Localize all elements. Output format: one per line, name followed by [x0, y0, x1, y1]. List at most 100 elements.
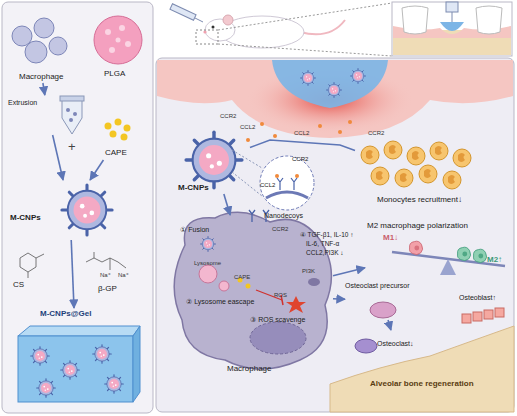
flow-arrow	[333, 268, 365, 276]
hydrogel-block	[18, 336, 133, 402]
monocytes	[419, 165, 437, 183]
gum-tissue	[272, 60, 388, 108]
flow-arrow	[90, 160, 103, 180]
nanodecoy-zoom	[260, 156, 314, 210]
teeth-inset	[402, 6, 428, 34]
rat-illustration	[218, 44, 392, 56]
flow-arrow	[71, 240, 74, 308]
nanodecoy-zoom	[232, 172, 262, 196]
teeth-inset	[476, 6, 502, 34]
polarization-balance	[409, 241, 422, 254]
node-label: Macrophage	[19, 73, 63, 81]
macrophage-cell	[199, 265, 217, 283]
macrophage-cell	[201, 237, 216, 252]
macrophage-cell	[219, 281, 229, 291]
chemical-structure	[110, 258, 111, 270]
m-cnp-particle	[62, 185, 112, 235]
left-panel	[2, 2, 153, 413]
hydrogel-block	[133, 326, 140, 402]
node-label: PLGA	[104, 70, 125, 78]
cape-molecules	[121, 134, 128, 141]
macrophage-cluster	[34, 18, 54, 38]
plga-sphere	[125, 41, 131, 47]
flow-arrow	[224, 194, 230, 215]
extrusion-tube	[60, 96, 84, 101]
alveolar-bone	[495, 308, 504, 317]
polarization-box: M2 macrophage polarizationM1↓M2↑	[365, 222, 515, 277]
chemical-structure	[94, 252, 95, 258]
node-label: Osteoclast↓	[377, 340, 414, 347]
node-label: Osteoblast↑	[459, 294, 496, 301]
extrusion-tube	[66, 108, 70, 112]
polarization-balance	[392, 241, 505, 275]
nanoparticle: M-CNPs	[10, 180, 130, 240]
plga-sphere	[116, 38, 121, 43]
nanodecoy-zoom	[232, 150, 314, 210]
macrophage-cluster	[49, 37, 67, 55]
annotation-label: CCL2	[294, 130, 309, 136]
extrusion-tube	[60, 96, 84, 134]
alveolar-bone	[330, 302, 514, 412]
annotation-label: ② Lysosome eascape	[186, 298, 254, 305]
monocyte-group: Monocytes recruitment↓	[355, 140, 480, 206]
cape-molecules	[105, 123, 112, 130]
annotation-label: +	[68, 140, 76, 154]
cell-stage: Osteoclast precursor	[345, 282, 420, 320]
hydrogel: M-CNPs@Gel	[12, 308, 140, 406]
gum-tissue	[157, 60, 513, 138]
extrusion-tube	[62, 100, 82, 134]
node-label: M-CNPs@Gel	[40, 310, 91, 318]
annotation-label: PI3K	[302, 268, 315, 274]
ccl2-chemokines	[246, 138, 250, 142]
plga-sphere	[105, 29, 111, 35]
node-label: CCR2	[292, 156, 308, 162]
annotation-label: Na⁺	[118, 272, 129, 278]
node-label: Nanodecoys	[264, 212, 303, 219]
rat-illustration	[212, 26, 215, 29]
gum-tissue	[351, 69, 366, 84]
teeth-inset	[440, 22, 464, 31]
hydrogel-block	[37, 379, 56, 398]
chemical-compound: CS	[5, 248, 50, 293]
rat-illustration	[223, 15, 233, 25]
cell-stage: Osteoclast↓	[355, 330, 435, 358]
annotation-label: Lysosome	[194, 260, 221, 266]
annotation-label: CCL2,PI3K ↓	[306, 250, 344, 257]
process-step: Extrusion	[8, 95, 88, 135]
nanodecoy-zoom	[275, 174, 279, 178]
node-label: CAPE	[105, 149, 127, 157]
right-panel	[156, 58, 514, 412]
node-label: M-CNPs	[10, 214, 41, 222]
flow-arrow	[53, 135, 63, 180]
alveolar-bone	[330, 326, 514, 412]
hydrogel-block	[18, 326, 140, 336]
ccl2-chemokines	[318, 124, 322, 128]
teeth-inset	[392, 2, 512, 56]
monocytes	[407, 147, 425, 165]
gum-tissue	[157, 60, 513, 138]
flow-arrow	[388, 320, 391, 330]
tissue-outcome: Alveolar bone regeneration	[340, 362, 510, 408]
monocytes	[361, 146, 379, 164]
ccl2-chemokines	[273, 134, 277, 138]
annotation-label: CCR2	[272, 226, 288, 232]
hydrogel-block	[93, 345, 112, 364]
hydrogel-block	[105, 375, 124, 394]
node-label: Extrusion	[8, 99, 37, 106]
plga-sphere	[94, 16, 142, 64]
hydrogel-block	[61, 361, 80, 380]
macrophage-cell	[246, 284, 251, 289]
nanoparticle: M-CNPs	[178, 128, 250, 194]
node-label: M1↓	[383, 234, 398, 242]
chemical-structure	[20, 252, 126, 278]
alveolar-bone	[370, 302, 396, 318]
plga-sphere	[109, 47, 115, 53]
m-cnp-particle	[186, 132, 242, 188]
alveolar-bone	[355, 339, 377, 353]
left-panel	[2, 2, 153, 413]
annotation-label: ③ ROS scavenge	[250, 316, 305, 323]
node-label: M2 macrophage polarization	[367, 222, 468, 230]
rat-illustration	[195, 18, 203, 22]
